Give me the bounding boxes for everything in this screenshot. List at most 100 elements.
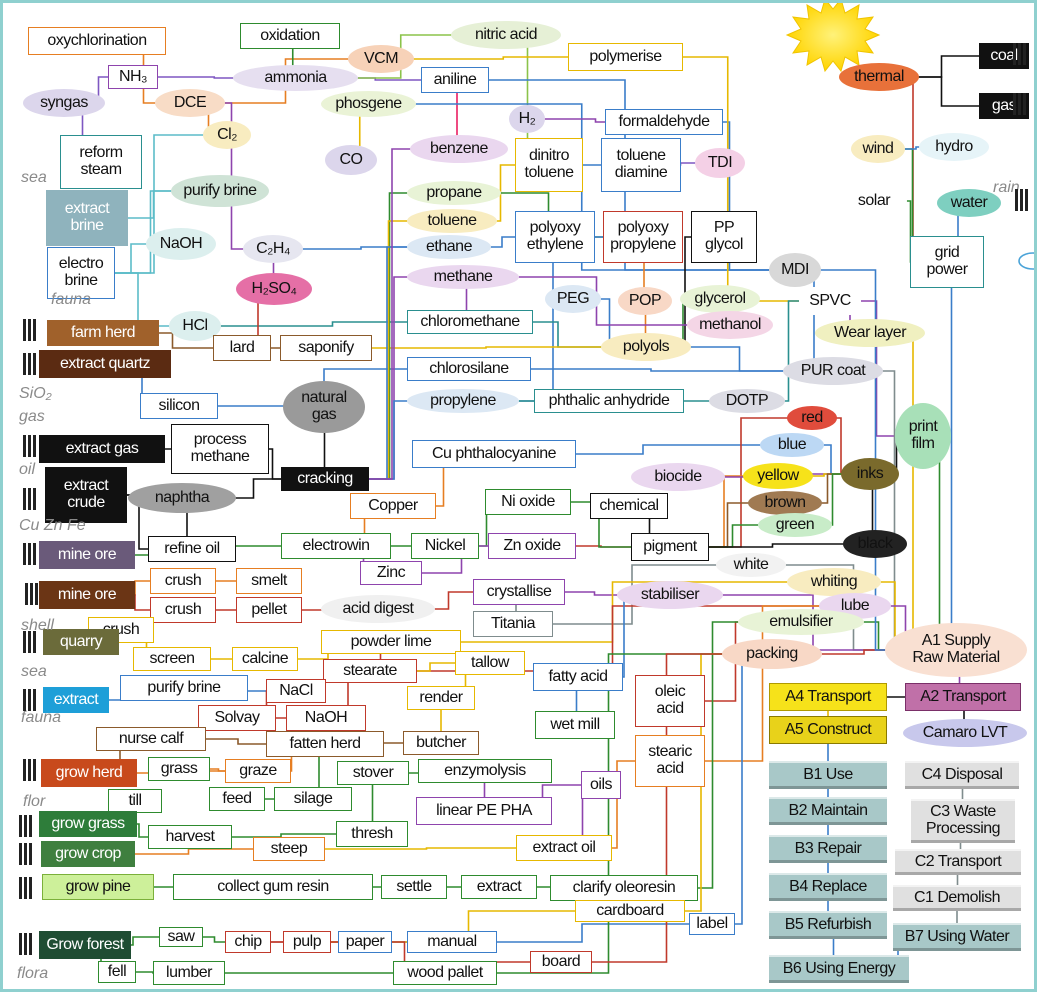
label-shell: shell bbox=[21, 617, 54, 634]
node-mine-ore-1: mine ore bbox=[39, 541, 135, 569]
node-grow-pine: grow pine bbox=[42, 874, 154, 900]
node-benzene: benzene bbox=[410, 135, 508, 163]
node-ni-oxide: Ni oxide bbox=[485, 489, 571, 515]
node-pp-glycol: PP glycol bbox=[691, 211, 757, 263]
node-manual: manual bbox=[407, 931, 497, 953]
node-ammonia: ammonia bbox=[233, 65, 358, 91]
connector-board-to-packing bbox=[561, 653, 772, 963]
node-settle: settle bbox=[381, 875, 447, 899]
node-solar: solar bbox=[841, 187, 907, 215]
node-whiting: whiting bbox=[787, 568, 881, 596]
node-emulsifier: emulsifier bbox=[738, 609, 864, 635]
source-bars-icon bbox=[1013, 43, 1027, 65]
node-thermal: thermal bbox=[839, 63, 919, 91]
node-stearate: stearate bbox=[323, 659, 417, 683]
node-graze: graze bbox=[225, 759, 291, 783]
node-grow-crop: grow crop bbox=[41, 841, 135, 867]
node-crush-2: crush bbox=[150, 597, 216, 623]
source-bars-icon bbox=[23, 759, 37, 781]
connector-grid-power-to-a1 bbox=[947, 261, 956, 651]
source-bars-icon bbox=[23, 435, 37, 457]
node-tdi: TDI bbox=[695, 148, 745, 178]
label-oil: oil bbox=[19, 461, 36, 478]
node-nurse-calf: nurse calf bbox=[96, 727, 206, 751]
node-zn-oxide: Zn oxide bbox=[488, 533, 576, 559]
node-blue: blue bbox=[760, 433, 824, 457]
label-sio2: SiO₂ bbox=[19, 385, 52, 402]
connector-chlorosilane-to-pur-coat bbox=[469, 368, 833, 372]
node-dce: DCE bbox=[155, 89, 225, 117]
connector-electro-brine-to-cl2 bbox=[81, 134, 227, 274]
node-methane: methane bbox=[407, 265, 519, 289]
node-grow-herd: grow herd bbox=[41, 759, 137, 787]
source-bars-icon bbox=[19, 933, 33, 955]
node-wood-pallet: wood pallet bbox=[393, 961, 497, 985]
node-cardboard: cardboard bbox=[575, 900, 685, 922]
node-extract-2: extract bbox=[43, 687, 109, 713]
node-chloromethane: chloromethane bbox=[407, 310, 533, 334]
node-polyoxy-propylene: polyoxy propylene bbox=[603, 211, 683, 263]
node-toluene: toluene bbox=[407, 209, 497, 233]
node-grow-grass: grow grass bbox=[39, 811, 137, 837]
node-phosgene: phosgene bbox=[321, 91, 416, 117]
node-propylene: propylene bbox=[407, 389, 519, 413]
node-propane: propane bbox=[407, 181, 501, 205]
node-black: black bbox=[843, 530, 907, 558]
node-dotp: DOTP bbox=[709, 389, 785, 413]
node-silicon: silicon bbox=[140, 393, 218, 419]
node-farm-herd: farm herd bbox=[47, 320, 159, 346]
node-wet-mill: wet mill bbox=[535, 711, 615, 739]
node-b7: B7 Using Water bbox=[893, 923, 1021, 951]
node-extract-quartz: extract quartz bbox=[39, 350, 171, 378]
connector-grow-crop-to-steep bbox=[88, 848, 289, 855]
node-brown: brown bbox=[748, 491, 822, 515]
node-b4: B4 Replace bbox=[769, 873, 887, 901]
node-c4: C4 Disposal bbox=[905, 761, 1019, 789]
label-fauna-2: fauna bbox=[21, 709, 62, 726]
node-calcine: calcine bbox=[232, 647, 298, 671]
source-bars-icon bbox=[25, 583, 39, 605]
node-wear-layer: Wear layer bbox=[815, 319, 925, 347]
node-saponify: saponify bbox=[280, 335, 372, 361]
source-bars-icon bbox=[23, 319, 37, 341]
node-clarify: clarify oleoresin bbox=[550, 875, 698, 901]
node-lard: lard bbox=[213, 335, 271, 361]
node-stearic-acid: stearic acid bbox=[635, 735, 705, 787]
node-fell: fell bbox=[98, 961, 136, 983]
node-steep: steep bbox=[253, 837, 325, 861]
node-wind: wind bbox=[851, 135, 905, 163]
node-copper: Copper bbox=[350, 493, 436, 519]
node-hydro: hydro bbox=[919, 133, 989, 161]
sun-icon bbox=[785, 3, 881, 73]
connector-stearic-acid-to-lube bbox=[670, 605, 855, 762]
node-aniline: aniline bbox=[421, 67, 489, 93]
source-bars-icon bbox=[19, 815, 33, 837]
node-nickel: Nickel bbox=[411, 533, 479, 559]
node-nacl: NaCl bbox=[266, 679, 326, 703]
node-b1: B1 Use bbox=[769, 761, 887, 789]
node-pulp: pulp bbox=[283, 931, 331, 953]
node-saw: saw bbox=[159, 927, 203, 947]
node-yellow: yellow bbox=[743, 463, 813, 489]
node-feed: feed bbox=[209, 787, 265, 811]
label-sea-2: sea bbox=[21, 663, 47, 680]
node-c2: C2 Transport bbox=[895, 849, 1021, 875]
node-screen: screen bbox=[133, 647, 211, 671]
node-extract-brine: extract brine bbox=[46, 190, 128, 246]
node-h2: H₂ bbox=[509, 105, 545, 133]
node-naoh-1: NaOH bbox=[146, 228, 216, 260]
source-bars-icon bbox=[23, 353, 37, 375]
node-b3: B3 Repair bbox=[769, 835, 887, 863]
node-crystallise: crystallise bbox=[473, 579, 565, 605]
supply-loop-icon bbox=[1018, 252, 1034, 270]
node-pur-coat: PUR coat bbox=[783, 357, 883, 385]
node-syngas: syngas bbox=[23, 89, 105, 117]
node-c2h4: C₂H₄ bbox=[243, 235, 303, 263]
node-smelt: smelt bbox=[236, 568, 302, 594]
node-h2so4: H₂SO₄ bbox=[236, 273, 312, 305]
node-natural-gas: natural gas bbox=[283, 381, 365, 433]
node-label: label bbox=[689, 913, 735, 935]
node-tallow: tallow bbox=[455, 651, 525, 675]
node-oxychlorination: oxychlorination bbox=[28, 27, 166, 55]
